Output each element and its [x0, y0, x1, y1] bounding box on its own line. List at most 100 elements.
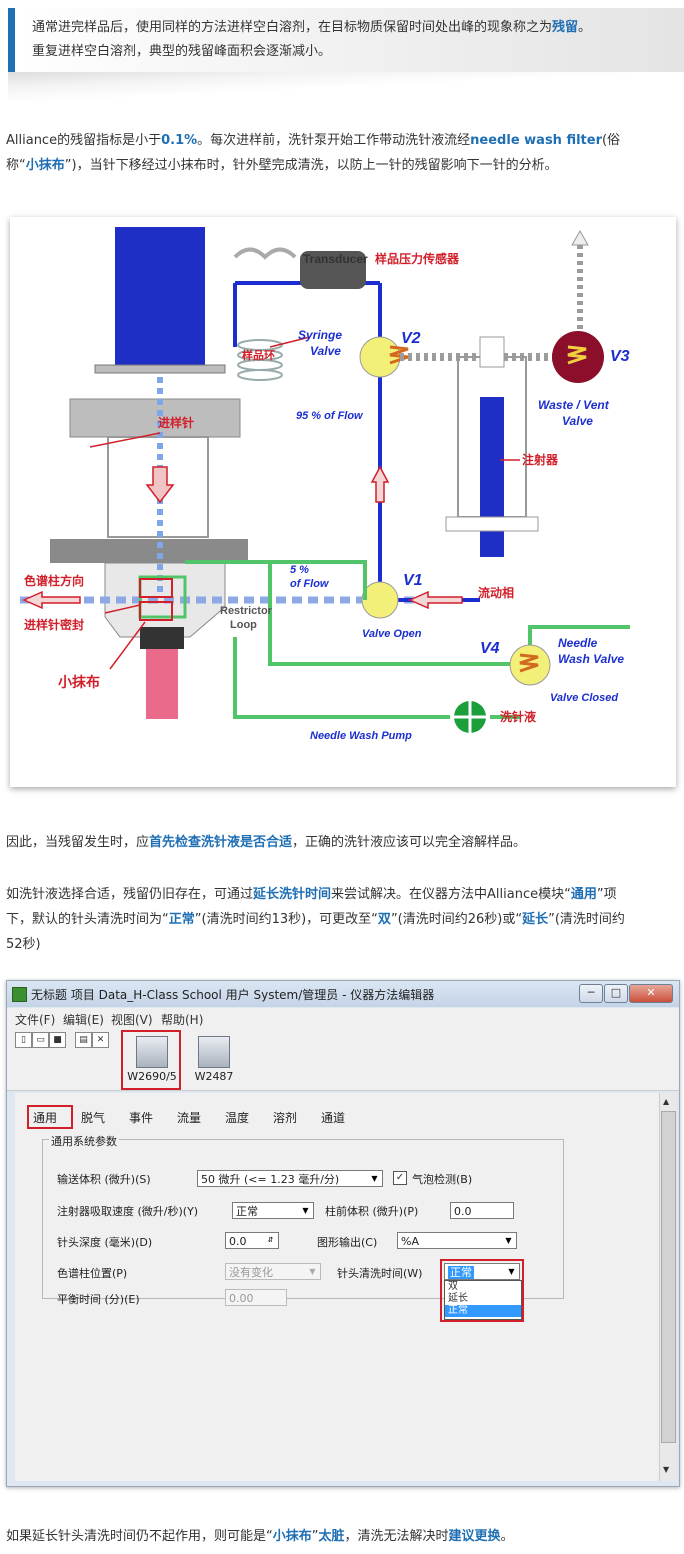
new-file-icon[interactable]: ▯: [15, 1032, 32, 1048]
label-v2: V2: [401, 330, 421, 347]
tab-solvent[interactable]: 溶剂: [273, 1111, 298, 1125]
label-syringe-valve-2: Valve: [310, 344, 341, 358]
label-flow-5-2: of Flow: [290, 578, 330, 590]
equilibration-time-input: 0.00: [225, 1289, 287, 1306]
toolbar: ▯ ▭ ■ ▤ ✕ W2690/5 W2487: [7, 1028, 679, 1091]
paragraph-3: 如洗针液选择合适，残留仍旧存在，可通过延长洗针时间来尝试解决。在仪器方法中All…: [6, 882, 680, 957]
maximize-button[interactable]: □: [604, 984, 628, 1003]
open-folder-icon[interactable]: ▭: [32, 1032, 49, 1048]
window-titlebar[interactable]: 无标题 项目 Data_H-Class School 用户 System/管理员…: [7, 981, 679, 1007]
column-position-label: 色谱柱位置(P): [57, 1267, 128, 1280]
label-needle-seal: 进样针密封: [24, 617, 84, 632]
label-valve-closed: Valve Closed: [550, 692, 618, 704]
tab-general[interactable]: 通用: [33, 1111, 58, 1125]
label-mobile-phase: 流动相: [478, 585, 514, 600]
p1-text: 。每次进样前，洗针泵开始工作带动洗针液流经: [197, 133, 471, 148]
p1-text: ”)，当针下移经过小抹布时，针外壁完成清洗，以防上一针的残留影响下一针的分析。: [64, 158, 558, 173]
settings-panel: [15, 1093, 659, 1481]
needle-seal-highlight: [139, 578, 173, 598]
p4-text: 如果延长针头清洗时间仍不起作用，则可能是“: [6, 1529, 273, 1544]
syringe-top: [479, 336, 505, 368]
p3-text: 52秒): [6, 937, 41, 952]
tab-events[interactable]: 事件: [129, 1111, 154, 1125]
scroll-down-icon[interactable]: ▼: [663, 1465, 670, 1474]
v2-valve: [359, 336, 401, 378]
print-icon[interactable]: ▤: [75, 1032, 92, 1048]
nwv-line: [528, 625, 630, 647]
p3-em-1: 延长洗针时间: [253, 887, 332, 902]
label-valve-open: Valve Open: [362, 628, 422, 640]
needle-port-cylinder: [146, 647, 178, 719]
pointer-line: [269, 336, 311, 348]
p2-text: ，正确的洗针液应该可以完全溶解样品。: [292, 835, 527, 850]
group-title: 通用系统参数: [49, 1133, 119, 1149]
menu-edit[interactable]: 编辑(E): [63, 1013, 104, 1027]
delivery-volume-select[interactable]: 50 微升 (<= 1.23 毫升/分)▼: [197, 1170, 383, 1187]
graph-output-label: 图形输出(C): [317, 1236, 378, 1249]
p3-text: 下，默认的针头清洗时间为“: [6, 912, 169, 927]
instrument-highlight: [121, 1030, 181, 1090]
callout-accent-bar: [8, 8, 15, 72]
chevron-down-icon: ▼: [505, 1236, 512, 1245]
label-waste-1: Waste / Vent: [538, 398, 610, 412]
p1-text: Alliance的残留指标是小于: [6, 133, 162, 148]
scroll-thumb[interactable]: [661, 1111, 676, 1443]
save-icon[interactable]: ■: [49, 1032, 66, 1048]
minimize-button[interactable]: ─: [579, 984, 603, 1003]
syringe-speed-select[interactable]: 正常▼: [232, 1202, 314, 1219]
menu-help[interactable]: 帮助(H): [161, 1013, 204, 1027]
vertical-scrollbar[interactable]: ▲ ▼: [659, 1093, 676, 1481]
tab-channel[interactable]: 通道: [321, 1111, 346, 1125]
p4-em-1: 小抹布: [272, 1529, 312, 1544]
callout-background: [15, 8, 684, 72]
menu-file[interactable]: 文件(F): [15, 1013, 56, 1027]
label-injector: 注射器: [522, 452, 559, 467]
chevron-down-icon: ▼: [371, 1174, 378, 1183]
scroll-up-icon[interactable]: ▲: [663, 1097, 670, 1106]
tab-temperature[interactable]: 温度: [225, 1111, 250, 1125]
tab-flow[interactable]: 流量: [177, 1111, 202, 1125]
pointer-line: [89, 432, 161, 448]
instrument-w2487[interactable]: W2487: [185, 1032, 243, 1088]
needle-wash-time-label: 针头清洗时间(W): [337, 1267, 423, 1280]
instrument-icon: [198, 1036, 230, 1068]
label-column-direction: 色谱柱方向: [24, 573, 84, 588]
needle-depth-input[interactable]: 0.0 ⇵: [225, 1232, 279, 1249]
p1-em-1: 0.1%: [161, 133, 198, 148]
graph-output-value: %A: [401, 1235, 419, 1248]
label-syringe-valve-1: Syringe: [298, 328, 342, 342]
coil-top: [233, 247, 297, 260]
option-double[interactable]: 双: [448, 1281, 458, 1292]
instrument-method-editor-window: 无标题 项目 Data_H-Class School 用户 System/管理员…: [6, 980, 680, 1487]
option-normal[interactable]: 正常: [445, 1305, 521, 1317]
p3-text: ”项: [596, 887, 617, 902]
close-button[interactable]: ✕: [629, 984, 673, 1003]
bubble-detect-checkbox[interactable]: ✓: [393, 1171, 407, 1185]
graph-output-select[interactable]: %A ▼: [397, 1232, 517, 1249]
needle-drive-block: [115, 227, 205, 365]
label-transducer-cn: 样品压力传感器: [375, 251, 460, 266]
injector-plate: [50, 539, 248, 563]
spinner-icon[interactable]: ⇵: [267, 1236, 274, 1244]
v1-valve: [361, 581, 399, 619]
callout-shadow: [8, 72, 684, 104]
p4-text: ”: [311, 1529, 319, 1544]
sample-loop-coil: [237, 339, 283, 381]
vent-arrow: [571, 229, 589, 246]
p2-text: 因此，当残留发生时，应: [6, 835, 150, 850]
wipe-highlight: [139, 601, 173, 621]
chevron-down-icon: ▼: [302, 1206, 309, 1215]
menu-view[interactable]: 视图(V): [111, 1013, 153, 1027]
needle-wash-time-select[interactable]: 正常▼: [444, 1263, 520, 1280]
label-wash-liquid: 洗针液: [500, 709, 536, 724]
chevron-down-icon: ▼: [309, 1267, 316, 1276]
autosampler-flow-diagram: Transducer 样品压力传感器 Syringe Valve 样品环 V2 …: [10, 217, 676, 787]
precolumn-volume-input[interactable]: 0.0: [450, 1202, 514, 1219]
label-v4: V4: [480, 640, 500, 657]
instrument-w2690-5[interactable]: W2690/5: [123, 1032, 181, 1088]
tab-degas[interactable]: 脱气: [81, 1111, 106, 1125]
delete-icon[interactable]: ✕: [92, 1032, 109, 1048]
option-extended[interactable]: 延长: [448, 1293, 468, 1304]
needle-depth-value: 0.0: [229, 1235, 247, 1248]
label-needle: 进样针: [158, 415, 194, 430]
